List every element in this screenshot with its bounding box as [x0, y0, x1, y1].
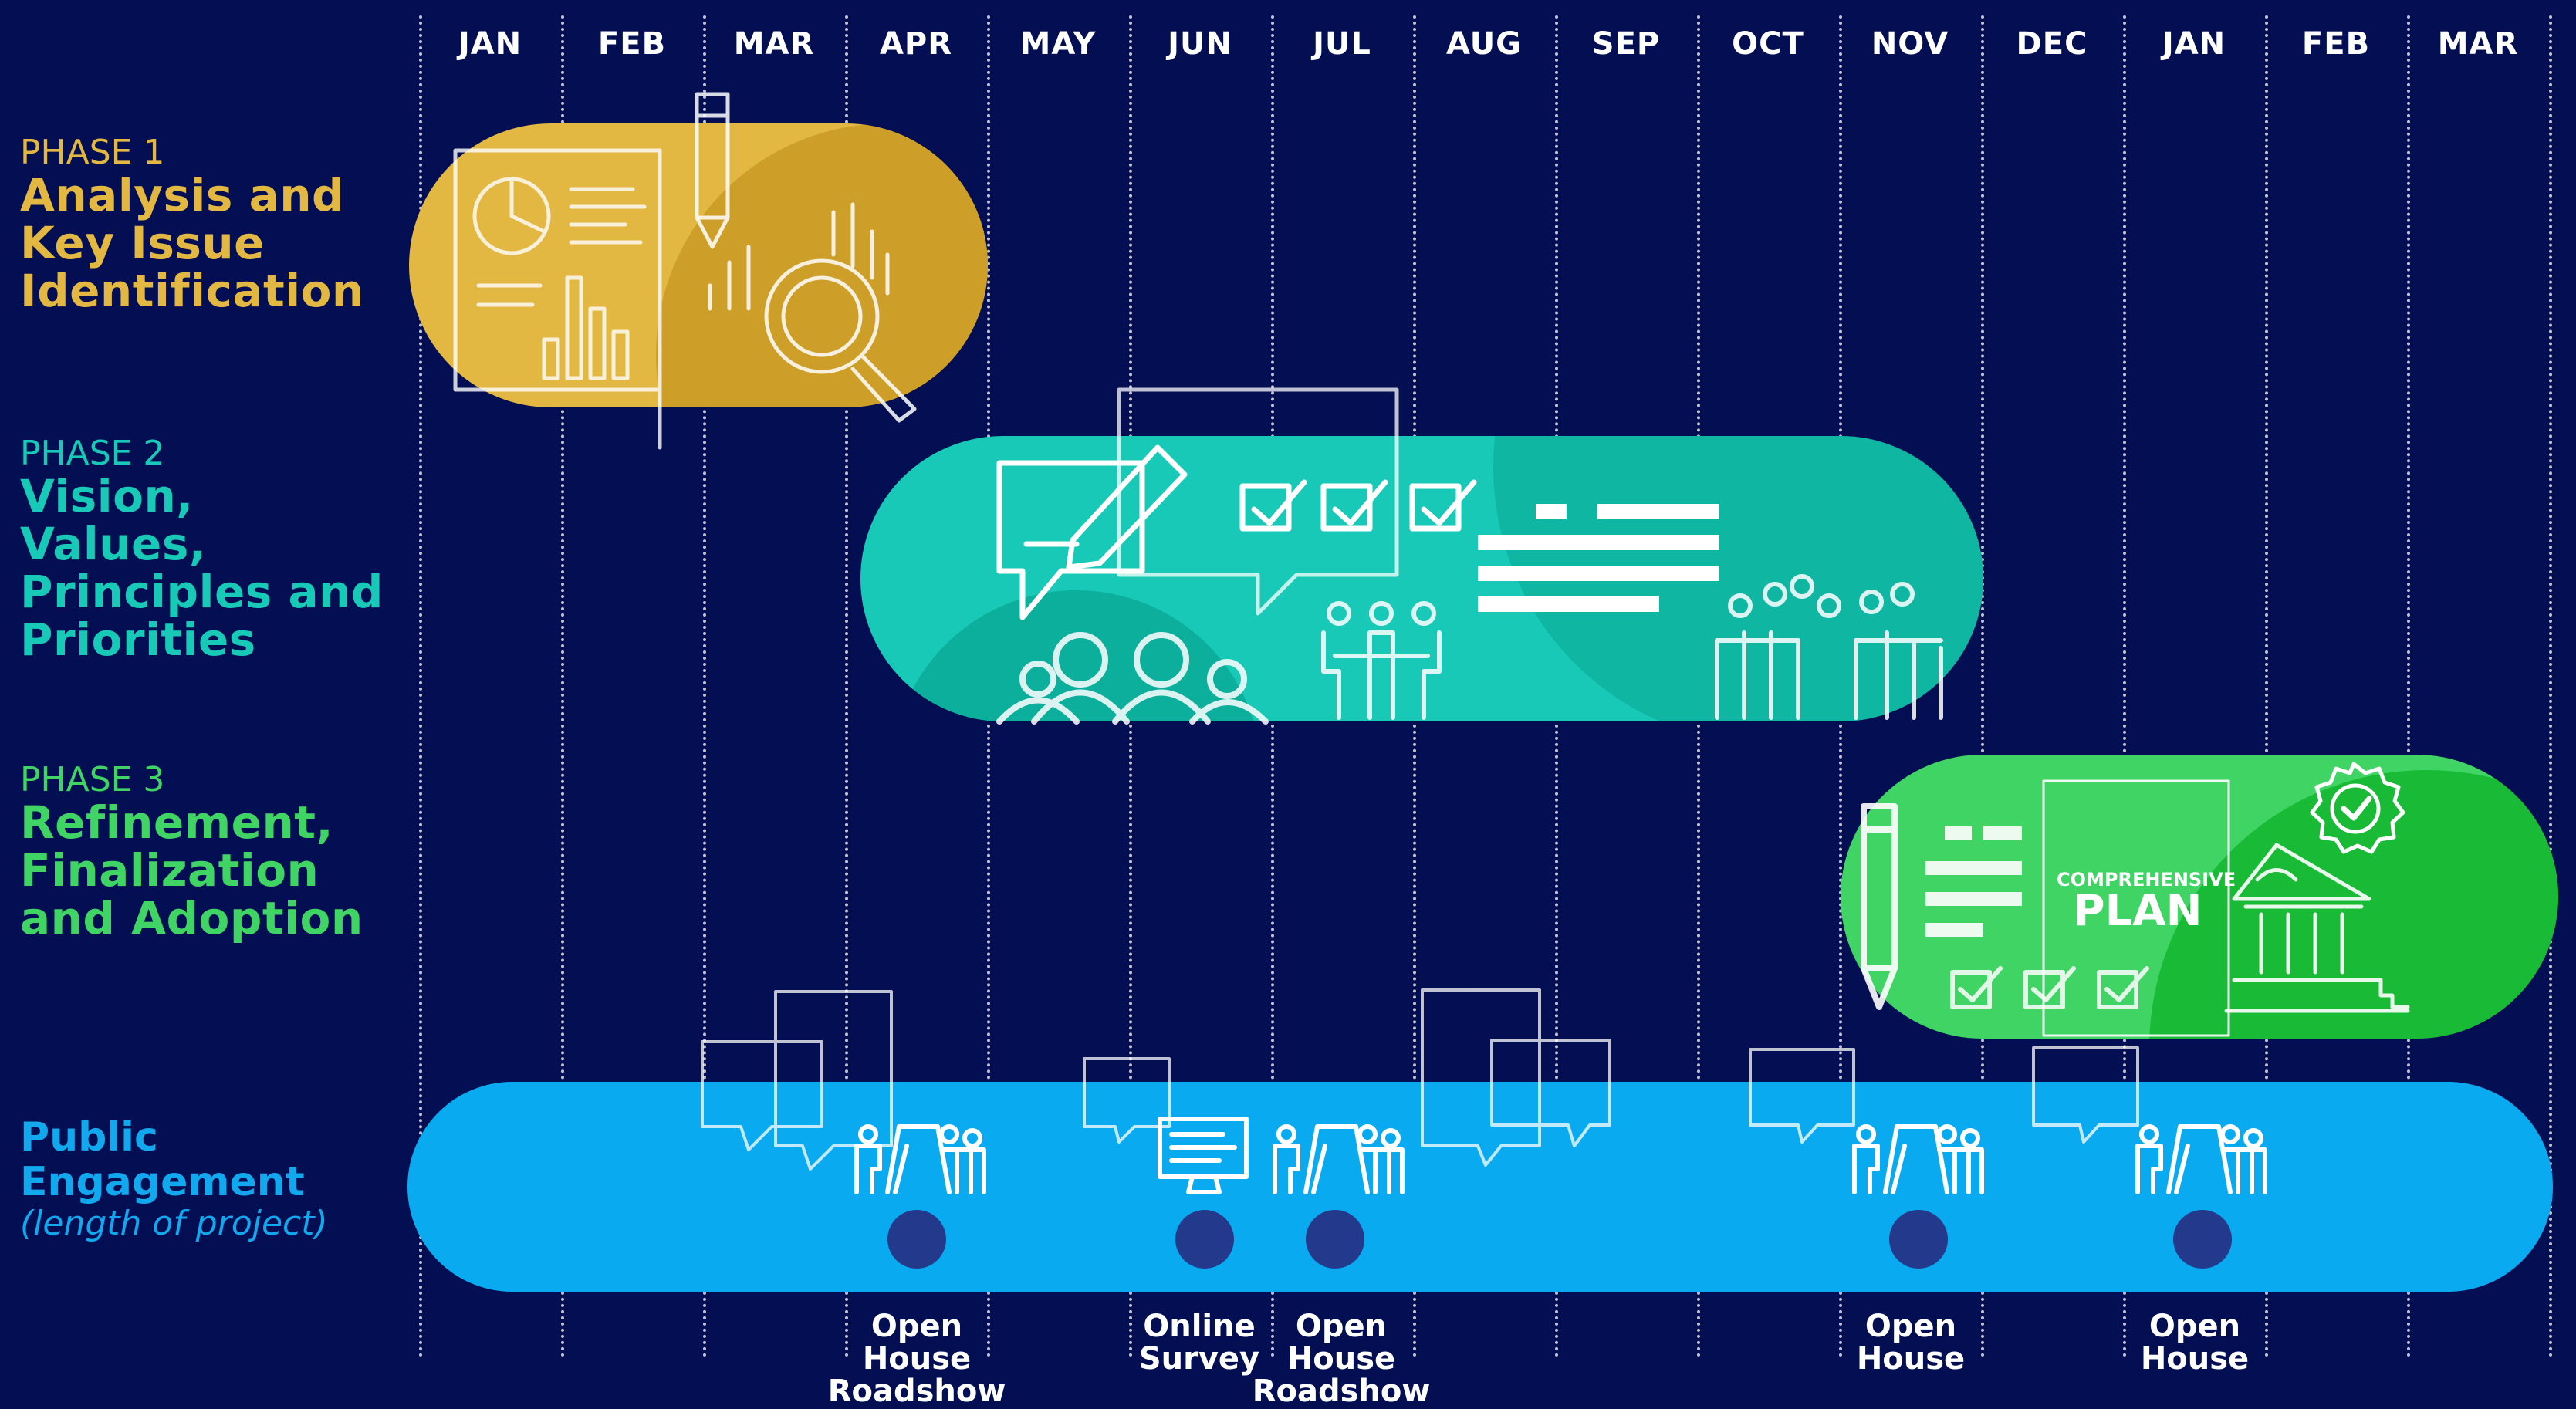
event-marker [1889, 1210, 1948, 1269]
month-label: MAY [1019, 26, 1097, 62]
phase-3-number: PHASE 3 [20, 760, 165, 799]
phase-2-shade [899, 436, 1983, 721]
month-label: JUN [1168, 26, 1232, 62]
month-label: JAN [458, 26, 522, 62]
event-marker [2173, 1210, 2232, 1269]
month-divider [561, 15, 564, 1358]
month-divider [1981, 15, 1984, 1358]
month-divider [2265, 15, 2268, 1358]
month-label: FEB [2301, 26, 2371, 62]
phase-1-number: PHASE 1 [20, 133, 165, 172]
event-marker [1306, 1210, 1364, 1269]
phase-3-title: Refinement, Finalization and Adoption [20, 796, 363, 944]
phase-1-bar [409, 123, 988, 407]
month-label: APR [879, 26, 953, 62]
month-label: JUL [1313, 26, 1371, 62]
month-label: JAN [2162, 26, 2226, 62]
phase-2-title: Vision, Values, Principles and Prioritie… [20, 470, 384, 666]
event-label: Open House Roadshow [1252, 1309, 1431, 1409]
month-label: OCT [1732, 26, 1804, 62]
month-divider [2549, 15, 2552, 1358]
phase-2-bar [860, 436, 1983, 721]
month-divider [845, 15, 848, 1358]
phase-1-shade [656, 123, 988, 407]
event-label: Open House [1856, 1309, 1966, 1377]
month-divider [419, 15, 422, 1358]
month-label: FEB [597, 26, 667, 62]
plan-card-subtitle: COMPREHENSIVE [2057, 869, 2236, 890]
month-divider [703, 15, 706, 1358]
public-engagement-bar [407, 1082, 2553, 1292]
month-label: AUG [1445, 26, 1523, 62]
month-label: MAR [733, 26, 815, 62]
month-divider [2407, 15, 2410, 1358]
phase-2-number: PHASE 2 [20, 434, 165, 473]
month-label: MAR [2437, 26, 2519, 62]
event-label: Open House Roadshow [827, 1309, 1006, 1409]
phase-3-shade [2149, 770, 2558, 1039]
month-label: NOV [1871, 26, 1949, 62]
event-label: Open House [2140, 1309, 2250, 1377]
plan-card-title: PLAN [2073, 886, 2202, 936]
public-engagement-subtitle: (length of project) [20, 1204, 328, 1243]
event-marker [1175, 1210, 1234, 1269]
event-marker [887, 1210, 946, 1269]
public-engagement-title: Public Engagement [20, 1114, 305, 1205]
phase-1-title: Analysis and Key Issue Identification [20, 169, 364, 317]
month-label: DEC [2016, 26, 2088, 62]
month-divider [2123, 15, 2126, 1358]
month-label: SEP [1591, 26, 1661, 62]
event-label: Online Survey [1138, 1309, 1260, 1377]
